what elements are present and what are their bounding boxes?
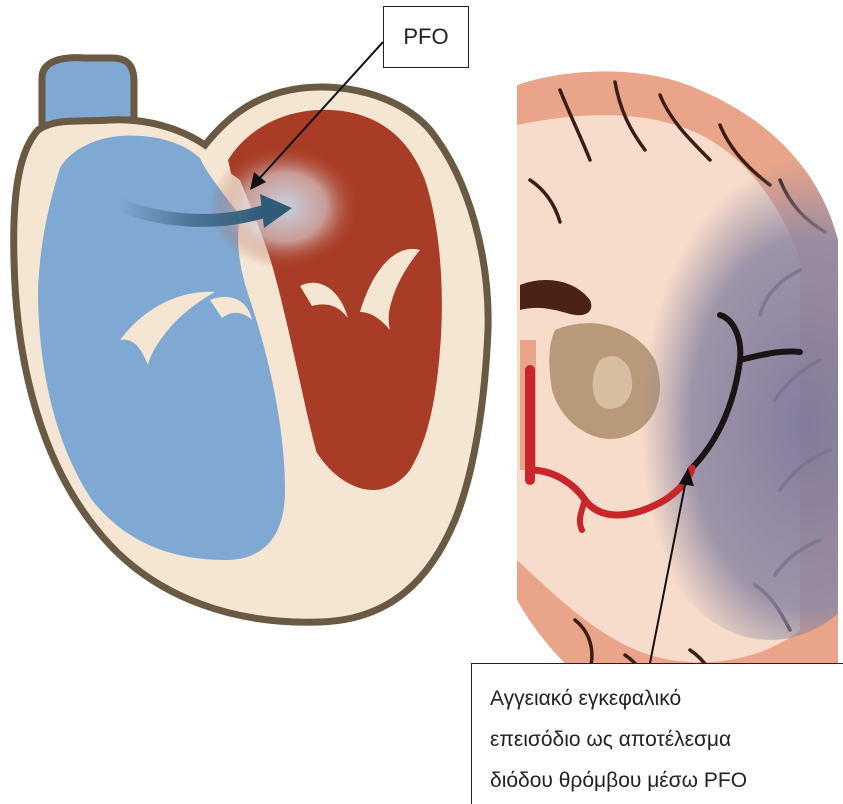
- brain-coronal-section: [517, 60, 843, 740]
- pfo-label-text: PFO: [403, 24, 448, 50]
- stroke-caption-line-1: Αγγειακό εγκεφαλικό: [490, 678, 827, 719]
- stroke-caption-box: Αγγειακό εγκεφαλικό επεισόδιο ως αποτέλε…: [471, 663, 843, 804]
- stroke-caption-line-3: διόδου θρόμβου μέσω PFO: [490, 760, 827, 801]
- stroke-caption-line-2: επεισόδιο ως αποτέλεσμα: [490, 719, 827, 760]
- pfo-label: PFO: [383, 6, 469, 68]
- heart-illustration: [14, 58, 488, 623]
